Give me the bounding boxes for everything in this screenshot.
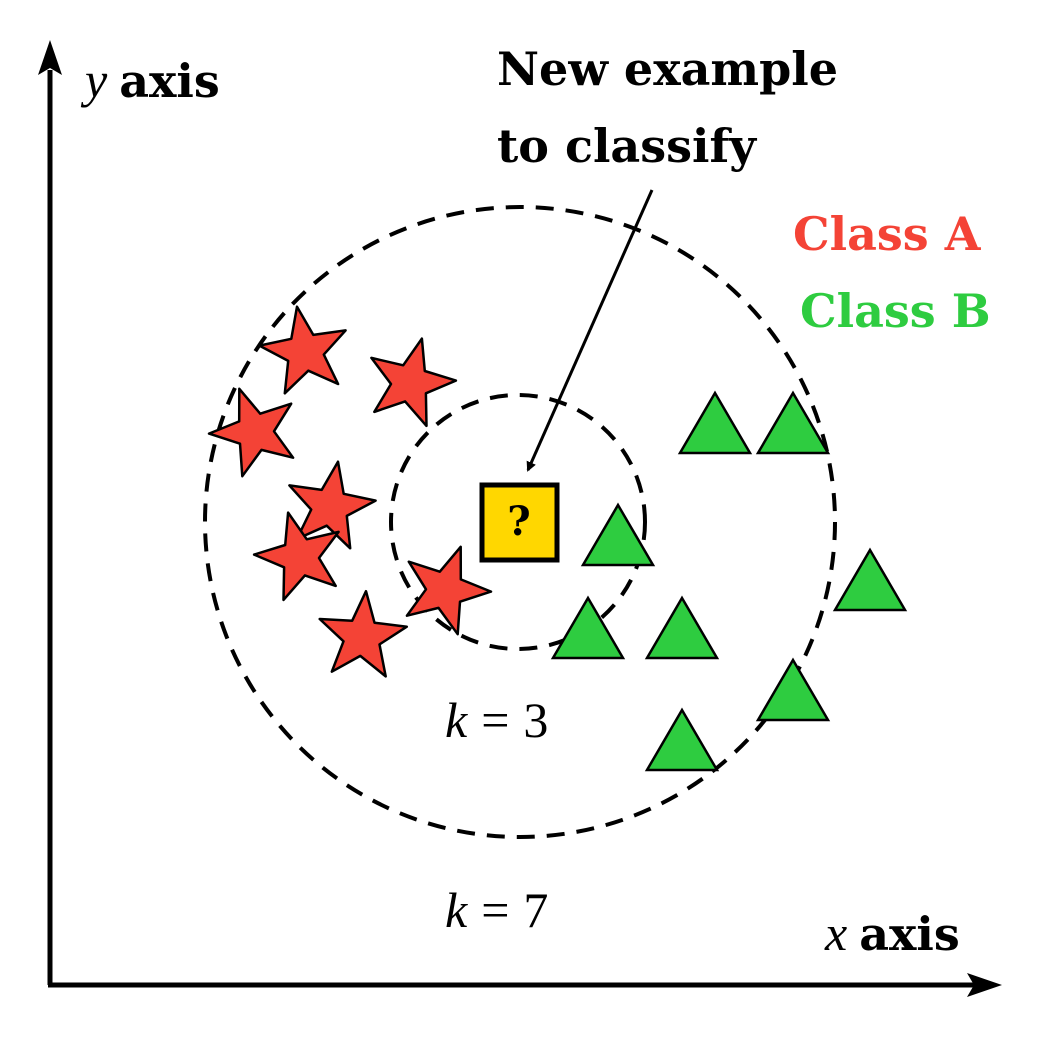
- class-b-triangle: [550, 595, 626, 660]
- annotation-line2: to classify: [497, 119, 757, 173]
- class-b-triangle: [677, 390, 753, 455]
- legend-class-a: Class A: [793, 207, 982, 261]
- k7-label: k=7: [445, 882, 548, 938]
- legend-class-b: Class B: [800, 284, 991, 338]
- x-axis-arrowhead: [967, 973, 1002, 997]
- k7-neighborhood-circle: [203, 205, 837, 839]
- class-b-triangle: [644, 595, 720, 660]
- y-axis-arrowhead: [38, 40, 62, 75]
- query-point-box: [479, 482, 560, 563]
- class-b-triangle: [755, 657, 831, 722]
- k3-neighborhood-circle: [389, 393, 647, 651]
- class-a-star: [318, 589, 409, 678]
- class-b-triangle: [832, 547, 908, 612]
- class-b-triangle: [580, 502, 656, 567]
- class-a-star: [370, 337, 458, 428]
- class-a-star: [258, 305, 347, 395]
- class-b-triangle: [644, 707, 720, 772]
- class-a-star: [207, 387, 295, 478]
- class-a-star: [405, 545, 493, 636]
- annotation-line1: New example: [497, 42, 838, 96]
- query-symbol: ?: [507, 498, 530, 545]
- annotation-arrow: [526, 189, 654, 472]
- class-a-star: [252, 511, 340, 602]
- class-a-star: [288, 460, 377, 550]
- k3-label: k=3: [445, 692, 548, 748]
- class-b-triangle: [755, 390, 831, 455]
